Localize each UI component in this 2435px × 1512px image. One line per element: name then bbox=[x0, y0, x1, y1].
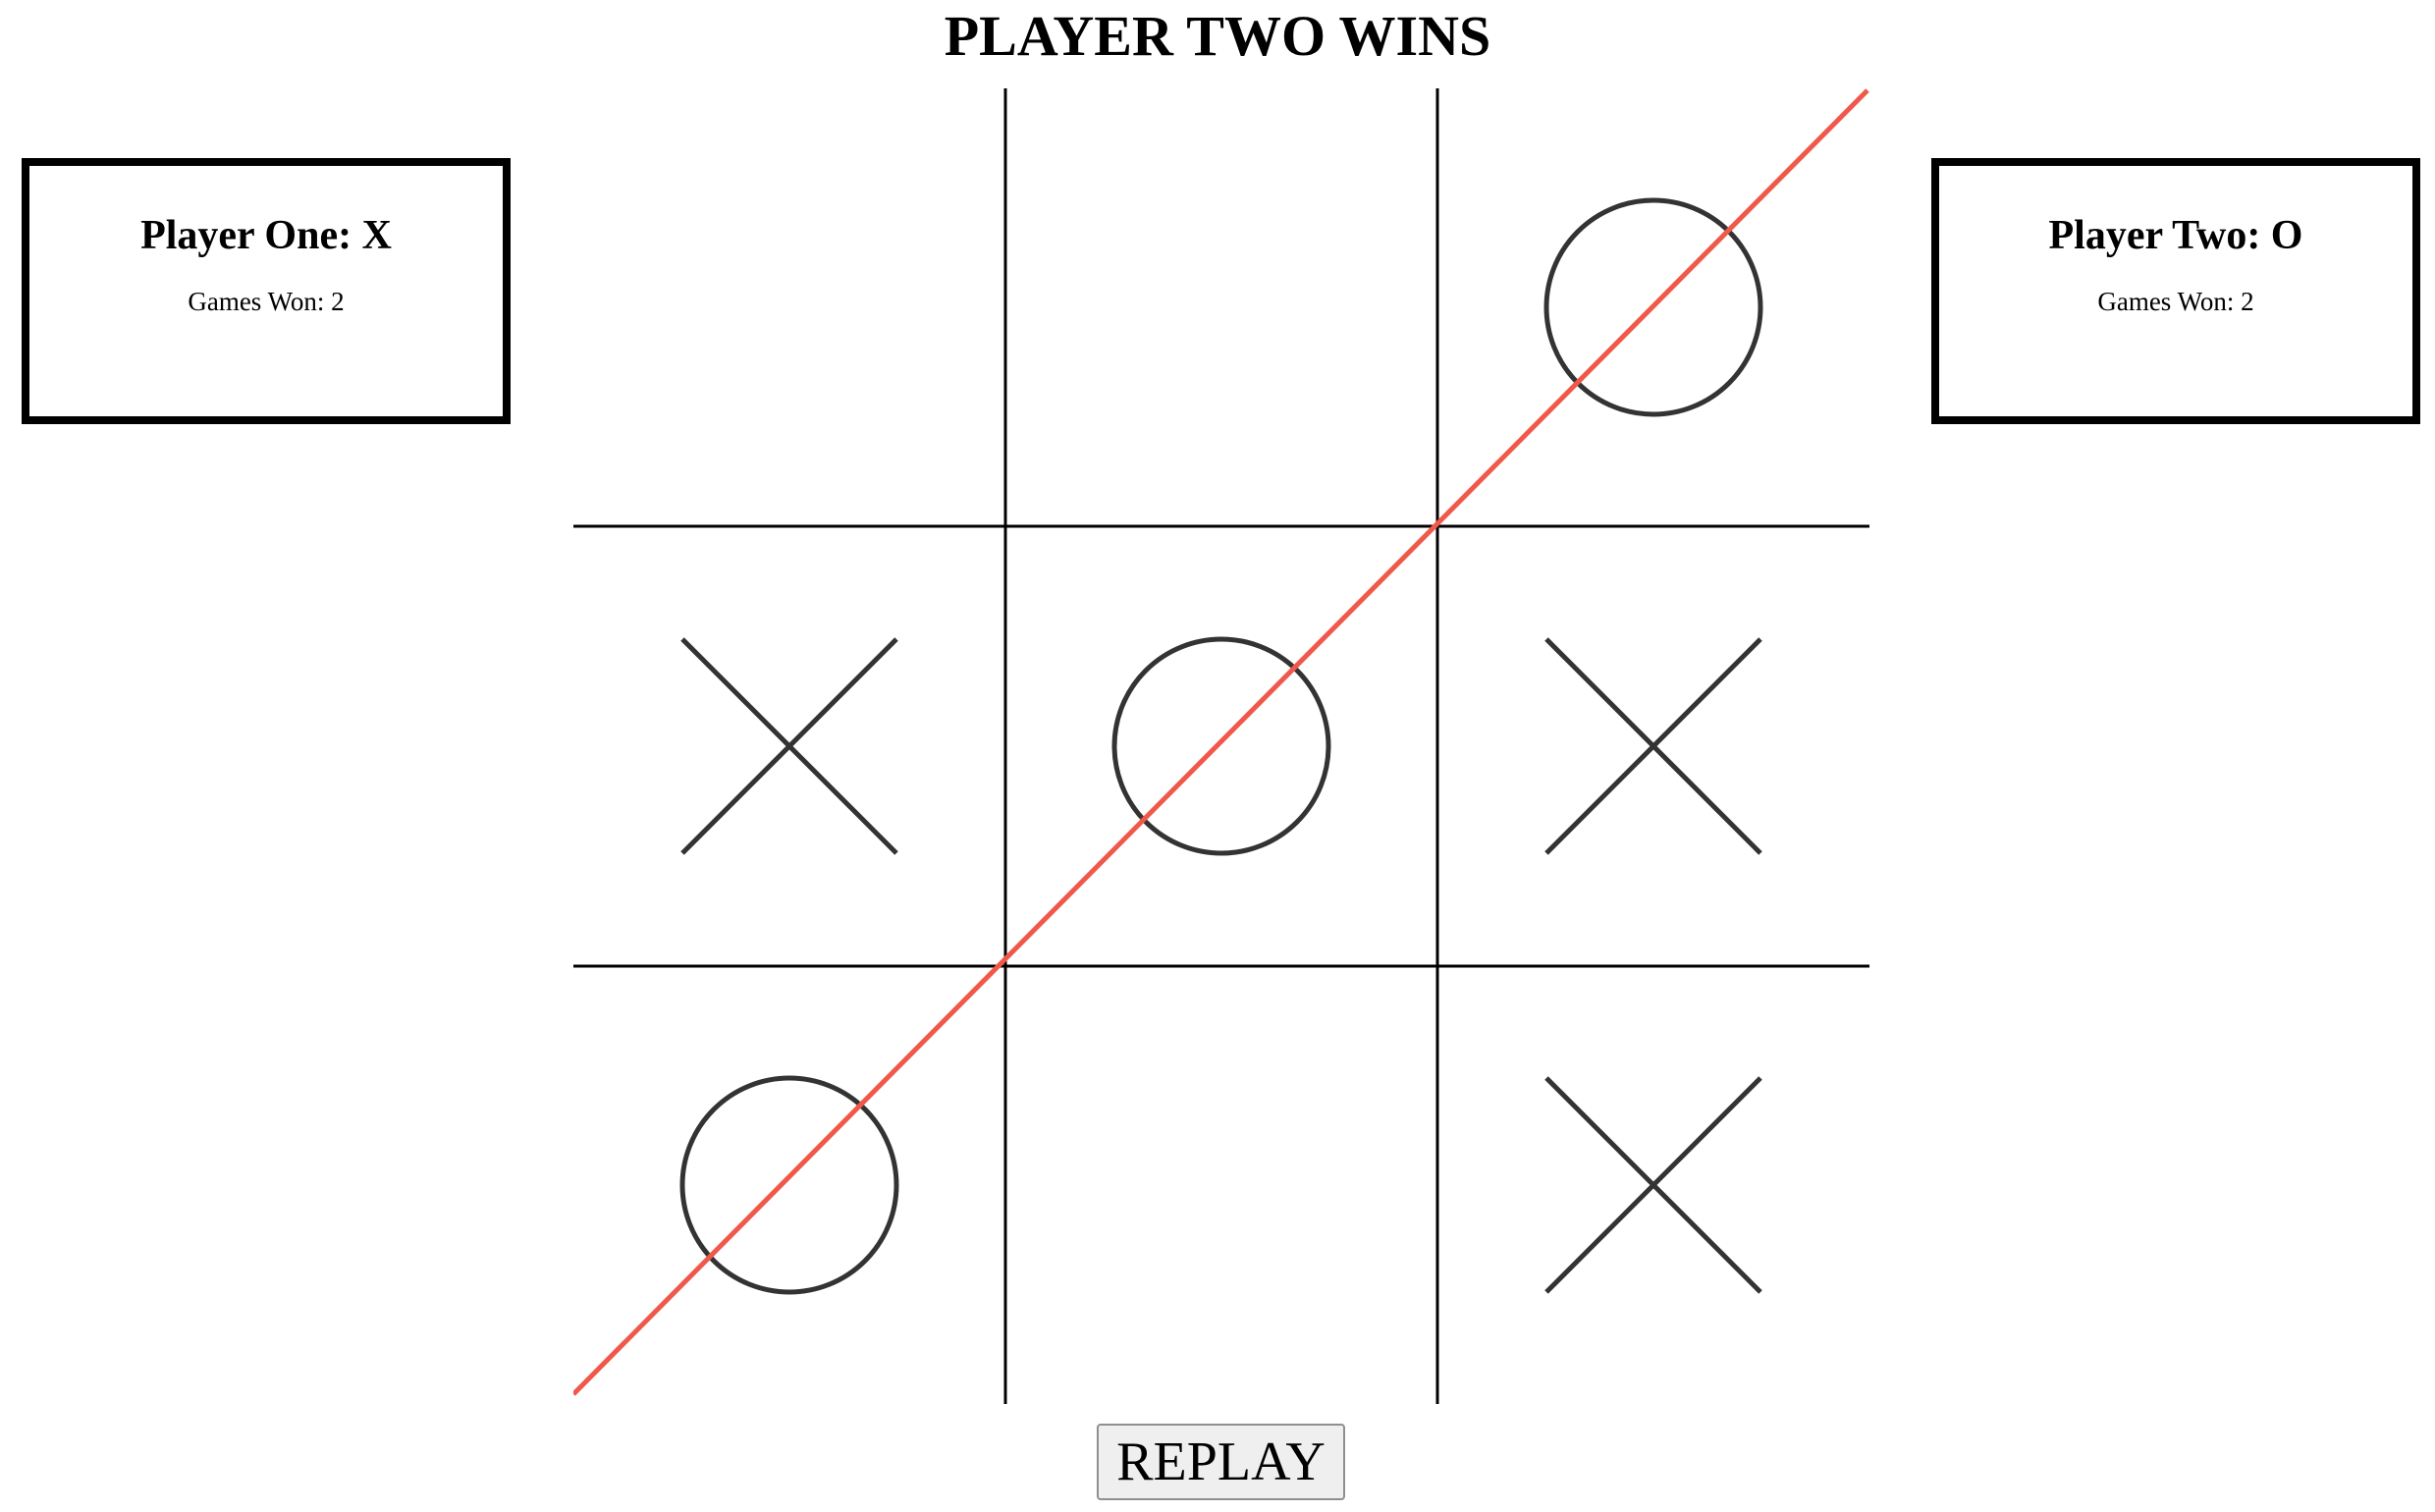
winning-line bbox=[573, 88, 1869, 1396]
board-cell-r3-c1[interactable] bbox=[573, 966, 1005, 1404]
o-mark-board-cell-r3-c1 bbox=[679, 1075, 899, 1295]
x-mark-board-cell-r2-c3 bbox=[1544, 637, 1762, 855]
player-one-score: Games Won: 2 bbox=[188, 287, 345, 316]
player-one-name: Player One: X bbox=[140, 213, 392, 258]
o-mark-board-cell-r1-c3 bbox=[1543, 197, 1763, 417]
player-two-score: Games Won: 2 bbox=[2097, 287, 2254, 316]
o-mark-board-cell-r2-c2 bbox=[1111, 636, 1331, 856]
x-mark-board-cell-r3-c3 bbox=[1544, 1076, 1762, 1294]
x-mark-board-cell-r2-c1 bbox=[680, 637, 898, 855]
board-cell-r1-c1[interactable] bbox=[573, 88, 1005, 526]
game-status-title: PLAYER TWO WINS bbox=[944, 4, 1491, 68]
player-two-card: Player Two: O Games Won: 2 bbox=[1931, 158, 2420, 424]
board-cell-r1-c2[interactable] bbox=[1005, 88, 1437, 526]
replay-button[interactable]: REPLAY bbox=[1097, 1424, 1345, 1500]
game-board bbox=[573, 88, 1869, 1404]
board-cell-r3-c2[interactable] bbox=[1005, 966, 1437, 1404]
game-board-canvas bbox=[573, 88, 1869, 1404]
player-one-card: Player One: X Games Won: 2 bbox=[22, 158, 511, 424]
player-two-name: Player Two: O bbox=[2048, 213, 2303, 258]
